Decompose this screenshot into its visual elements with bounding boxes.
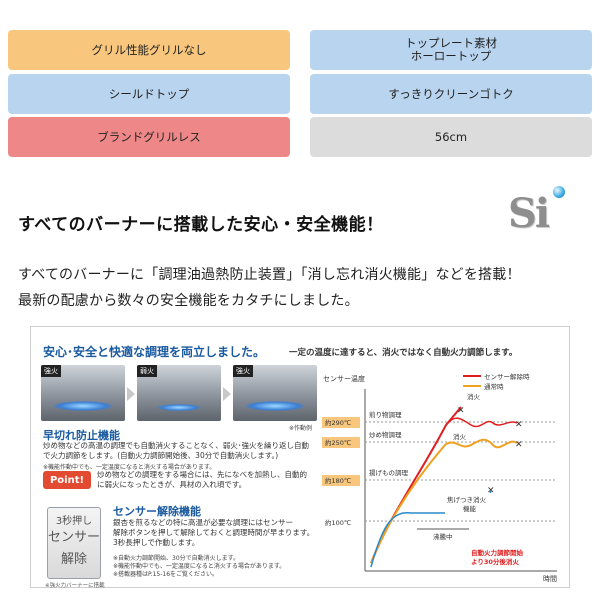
flame-icon bbox=[157, 404, 201, 411]
ytick-250: 約250℃ bbox=[325, 438, 351, 447]
flame-icon bbox=[245, 401, 305, 411]
annot-scorch-1: 焦げつき消火 bbox=[447, 495, 487, 504]
sensor-release-button: 3秒押し センサー 解除 bbox=[47, 507, 101, 579]
burner-photo-3: 強火 bbox=[233, 365, 317, 421]
headline: すべてのバーナーに搭載した安心・安全機能！ bbox=[18, 215, 384, 235]
panel-title: 安心･安全と快適な調理を両立しました。 bbox=[43, 345, 266, 359]
extinguish-mark-icon: ✕ bbox=[515, 440, 523, 450]
ytick-180: 約180℃ bbox=[325, 476, 351, 485]
spec-gotoku-label: すっきりクリーンゴトク bbox=[388, 86, 514, 101]
spec-gotoku: すっきりクリーンゴトク bbox=[310, 74, 592, 114]
sensor-release-button-l2: センサー bbox=[48, 530, 101, 545]
scorch-label-box bbox=[445, 493, 503, 515]
sec1-note: ※機能作動中でも、一定温度になると消火する場合があります。 bbox=[43, 464, 216, 471]
ytick-box-180 bbox=[322, 475, 360, 486]
panel-subtitle: 一定の温度に達すると、消火ではなく自動火力調節します。 bbox=[289, 348, 518, 358]
zone-fry: 揚げもの調理 bbox=[369, 468, 409, 477]
body-line-1: すべてのバーナーに「調理油過熱防止装置」「消し忘れ消火機能」などを搭載！ bbox=[18, 267, 521, 283]
extinguish-mark-icon: ✕ bbox=[487, 486, 495, 496]
spec-brand-label: ブランドグリルレス bbox=[97, 129, 201, 144]
flame-icon bbox=[53, 401, 113, 411]
ytick-box-250 bbox=[322, 437, 360, 448]
sensor-release-button-l3: 解除 bbox=[60, 552, 87, 567]
series-normal-line bbox=[370, 438, 518, 564]
spec-top-material: トップレート素材 ホーロートップ bbox=[310, 30, 592, 70]
burner-photo-3-tag: 強火 bbox=[233, 365, 253, 377]
spec-top: シールドトップ bbox=[8, 74, 290, 114]
annot-scorch-2: 機能 bbox=[463, 504, 477, 513]
safety-panel: 安心･安全と快適な調理を両立しました。 一定の温度に達すると、消火ではなく自動火… bbox=[30, 326, 570, 589]
series-sensor-off-wave bbox=[445, 417, 518, 428]
spec-top-material-value: ホーロートップ bbox=[410, 49, 492, 63]
si-logo-text: Si bbox=[508, 190, 550, 237]
sensor-release-button-l1: 3秒押し bbox=[55, 516, 93, 527]
ytick-box-290 bbox=[322, 417, 360, 428]
burner-photo-2-tag: 弱火 bbox=[137, 365, 157, 377]
burner-photo-1: 強火 bbox=[41, 365, 125, 421]
sec2-note-1: ※自動火力調節開始、30分で自動消火します。 bbox=[113, 555, 240, 562]
body-line-2: 最新の配慮から数々の安全機能をカタチにしました。 bbox=[18, 293, 359, 309]
extinguish-mark-icon: ✕ bbox=[457, 406, 465, 416]
spec-top-label: シールドトップ bbox=[108, 86, 190, 101]
spec-grill-label: グリル性能グリルなし bbox=[91, 42, 207, 57]
point-body-1: 炒め物などの調理をする場合には、先になべを加熱し、自動的 bbox=[97, 470, 307, 479]
spec-width: 56cm bbox=[310, 117, 592, 157]
si-logo: Si bbox=[508, 186, 570, 240]
ytick-100: 約100℃ bbox=[325, 518, 351, 527]
spec-brand: ブランドグリルレス bbox=[8, 117, 290, 157]
sec2-body-2: 解除ボタンを押して解除しておくと調理時間が早まります。 bbox=[113, 528, 315, 537]
sec1-body-2: で火力調節をします。(自動火力調節開始後、30分で自動消火します。) bbox=[43, 451, 279, 460]
point-body-2: に弱火になったときが、具材の入れ頃です。 bbox=[97, 480, 247, 489]
sec2-note-2: ※機能作動中でも、一定温度になると消火する場合があります。 bbox=[113, 563, 286, 570]
temperature-chart: センサー温度 時間 センサー解除時 通常時 約290℃ 約250℃ 約180℃ … bbox=[322, 372, 557, 583]
zone-stirfry: 炒め物調理 bbox=[369, 430, 402, 439]
sec1-body-1: 炒め物などの高温の調理でも自動消火することなく、弱火･強火を繰り返し自動 bbox=[43, 441, 310, 450]
legend-sensor-off: センサー解除時 bbox=[484, 372, 530, 381]
burner-photo-2: 弱火 bbox=[137, 365, 221, 421]
sec2-heading: センサー解除機能 bbox=[113, 505, 201, 518]
spec-top-material-label: トップレート素材 bbox=[405, 36, 497, 50]
zone-roast: 煎り物調理 bbox=[369, 410, 402, 419]
button-footnote: ※強火力バーナーに搭載 bbox=[45, 583, 105, 589]
extinguish-mark-icon: ✕ bbox=[515, 420, 523, 430]
annot-extinguish-2: 消火 bbox=[453, 432, 467, 441]
annot-extinguish-1: 消火 bbox=[467, 392, 481, 401]
si-logo-dot-icon bbox=[553, 186, 565, 198]
spec-grill: グリル性能グリルなし bbox=[8, 30, 290, 70]
sec2-note-3: ※搭載器種はP.15-16をご覧ください。 bbox=[113, 571, 219, 578]
legend-normal: 通常時 bbox=[484, 382, 504, 391]
chart-xlabel: 時間 bbox=[543, 575, 557, 583]
sec1-heading: 早切れ防止機能 bbox=[43, 429, 120, 442]
burner-photo-1-tag: 強火 bbox=[41, 365, 61, 377]
photo-note: ※作動例 bbox=[289, 425, 313, 432]
sec2-body-1: 銀杏を煎るなどの特に高温が必要な調理にはセンサー bbox=[113, 518, 293, 527]
spec-width-label: 56cm bbox=[434, 129, 468, 144]
annot-auto-2: より30分後消火 bbox=[471, 557, 519, 566]
annot-auto-1: 自動火力調節開始 bbox=[471, 548, 524, 557]
sec2-body-3: 3秒長押しで作動します。 bbox=[113, 538, 200, 547]
ytick-290: 約290℃ bbox=[325, 418, 351, 427]
point-badge: Point! bbox=[43, 471, 91, 489]
arrow-right-icon bbox=[223, 387, 231, 401]
annot-boiling: 沸騰中 bbox=[433, 532, 453, 541]
arrow-right-icon bbox=[127, 387, 135, 401]
chart-ylabel: センサー温度 bbox=[323, 374, 365, 383]
